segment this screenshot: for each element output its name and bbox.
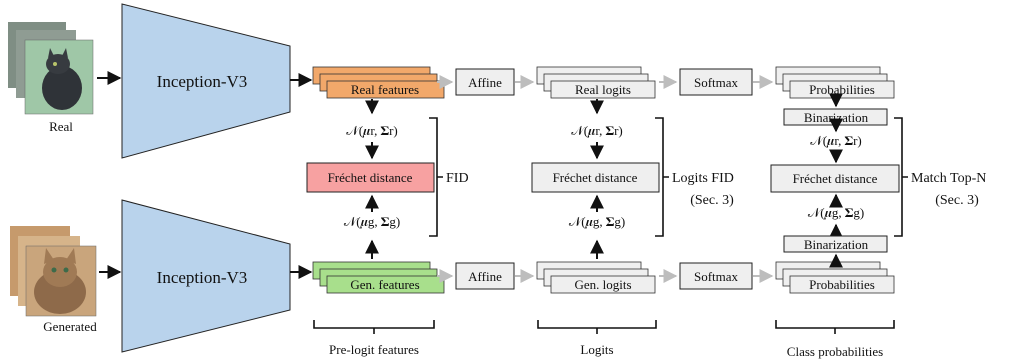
affine-label-real: Affine (468, 75, 502, 90)
generated-label: Generated (43, 319, 97, 334)
gen-probabilities-label: Probabilities (809, 277, 875, 292)
gaussian-gen-probs: 𝒩(𝝁g, 𝚺g) (808, 205, 864, 220)
real-logits-label: Real logits (575, 82, 631, 97)
encoder-gen-label: Inception-V3 (157, 268, 248, 287)
real-label: Real (49, 119, 73, 134)
fid-label: FID (446, 171, 469, 186)
gaussian-real-probs: 𝒩(𝝁r, 𝚺r) (810, 133, 862, 148)
real-features-stack (312, 66, 445, 99)
logits-fid-bracket (655, 117, 669, 237)
logits-stage-label: Logits (580, 342, 613, 357)
real-logits-stack (536, 66, 656, 99)
fid-bracket (429, 117, 443, 237)
softmax-box-gen (679, 262, 753, 290)
affine-box-gen (455, 262, 515, 290)
encoder-real-trapezoid (121, 3, 291, 159)
real-images-icon (8, 22, 94, 115)
affine-label-gen: Affine (468, 269, 502, 284)
frechet-distance-logits-box (531, 162, 660, 193)
features-stage-bracket (313, 320, 435, 334)
encoder-real-label: Inception-V3 (157, 72, 248, 91)
gaussian-gen-logits: 𝒩(𝝁g, 𝚺g) (569, 214, 625, 229)
logits-stage-bracket (537, 320, 657, 334)
gaussian-gen-features: 𝒩(𝝁g, 𝚺g) (344, 214, 400, 229)
frechet-distance-probs-box (770, 164, 900, 193)
match-topn-bracket (894, 117, 908, 237)
logits-fid-label: Logits FID (672, 171, 734, 186)
binarization-box-gen (783, 235, 888, 253)
frechet-distance-logits-label: Fréchet distance (553, 170, 638, 185)
match-topn-ref: (Sec. 3) (935, 193, 979, 208)
softmax-label-gen: Softmax (694, 269, 739, 284)
encoder-gen-trapezoid (121, 199, 291, 353)
gen-probabilities-stack (775, 261, 895, 294)
gen-logits-label: Gen. logits (574, 277, 631, 292)
gen-logits-stack (536, 261, 656, 294)
probabilities-stage-label: Class probabilities (787, 344, 883, 359)
features-stage-label: Pre-logit features (329, 342, 419, 357)
logits-fid-ref: (Sec. 3) (690, 193, 734, 208)
softmax-box-real (679, 68, 753, 96)
match-topn-label: Match Top-N (911, 171, 986, 186)
probabilities-stage-bracket (775, 320, 895, 334)
frechet-distance-probs-label: Fréchet distance (793, 171, 878, 186)
gen-features-label: Gen. features (350, 277, 419, 292)
real-features-label: Real features (351, 82, 419, 97)
generated-images-icon (10, 226, 97, 317)
frechet-distance-fid-box (306, 162, 435, 193)
gaussian-real-features: 𝒩(𝝁r, 𝚺r) (346, 123, 398, 138)
binarization-label-real: Binarization (804, 110, 869, 125)
gen-features-stack (312, 261, 445, 294)
softmax-label-real: Softmax (694, 75, 739, 90)
real-probabilities-stack (775, 66, 895, 99)
real-probabilities-label: Probabilities (809, 82, 875, 97)
binarization-label-gen: Binarization (804, 237, 869, 252)
affine-box-real (455, 68, 515, 96)
gaussian-real-logits: 𝒩(𝝁r, 𝚺r) (571, 123, 623, 138)
frechet-distance-fid-label: Fréchet distance (328, 170, 413, 185)
